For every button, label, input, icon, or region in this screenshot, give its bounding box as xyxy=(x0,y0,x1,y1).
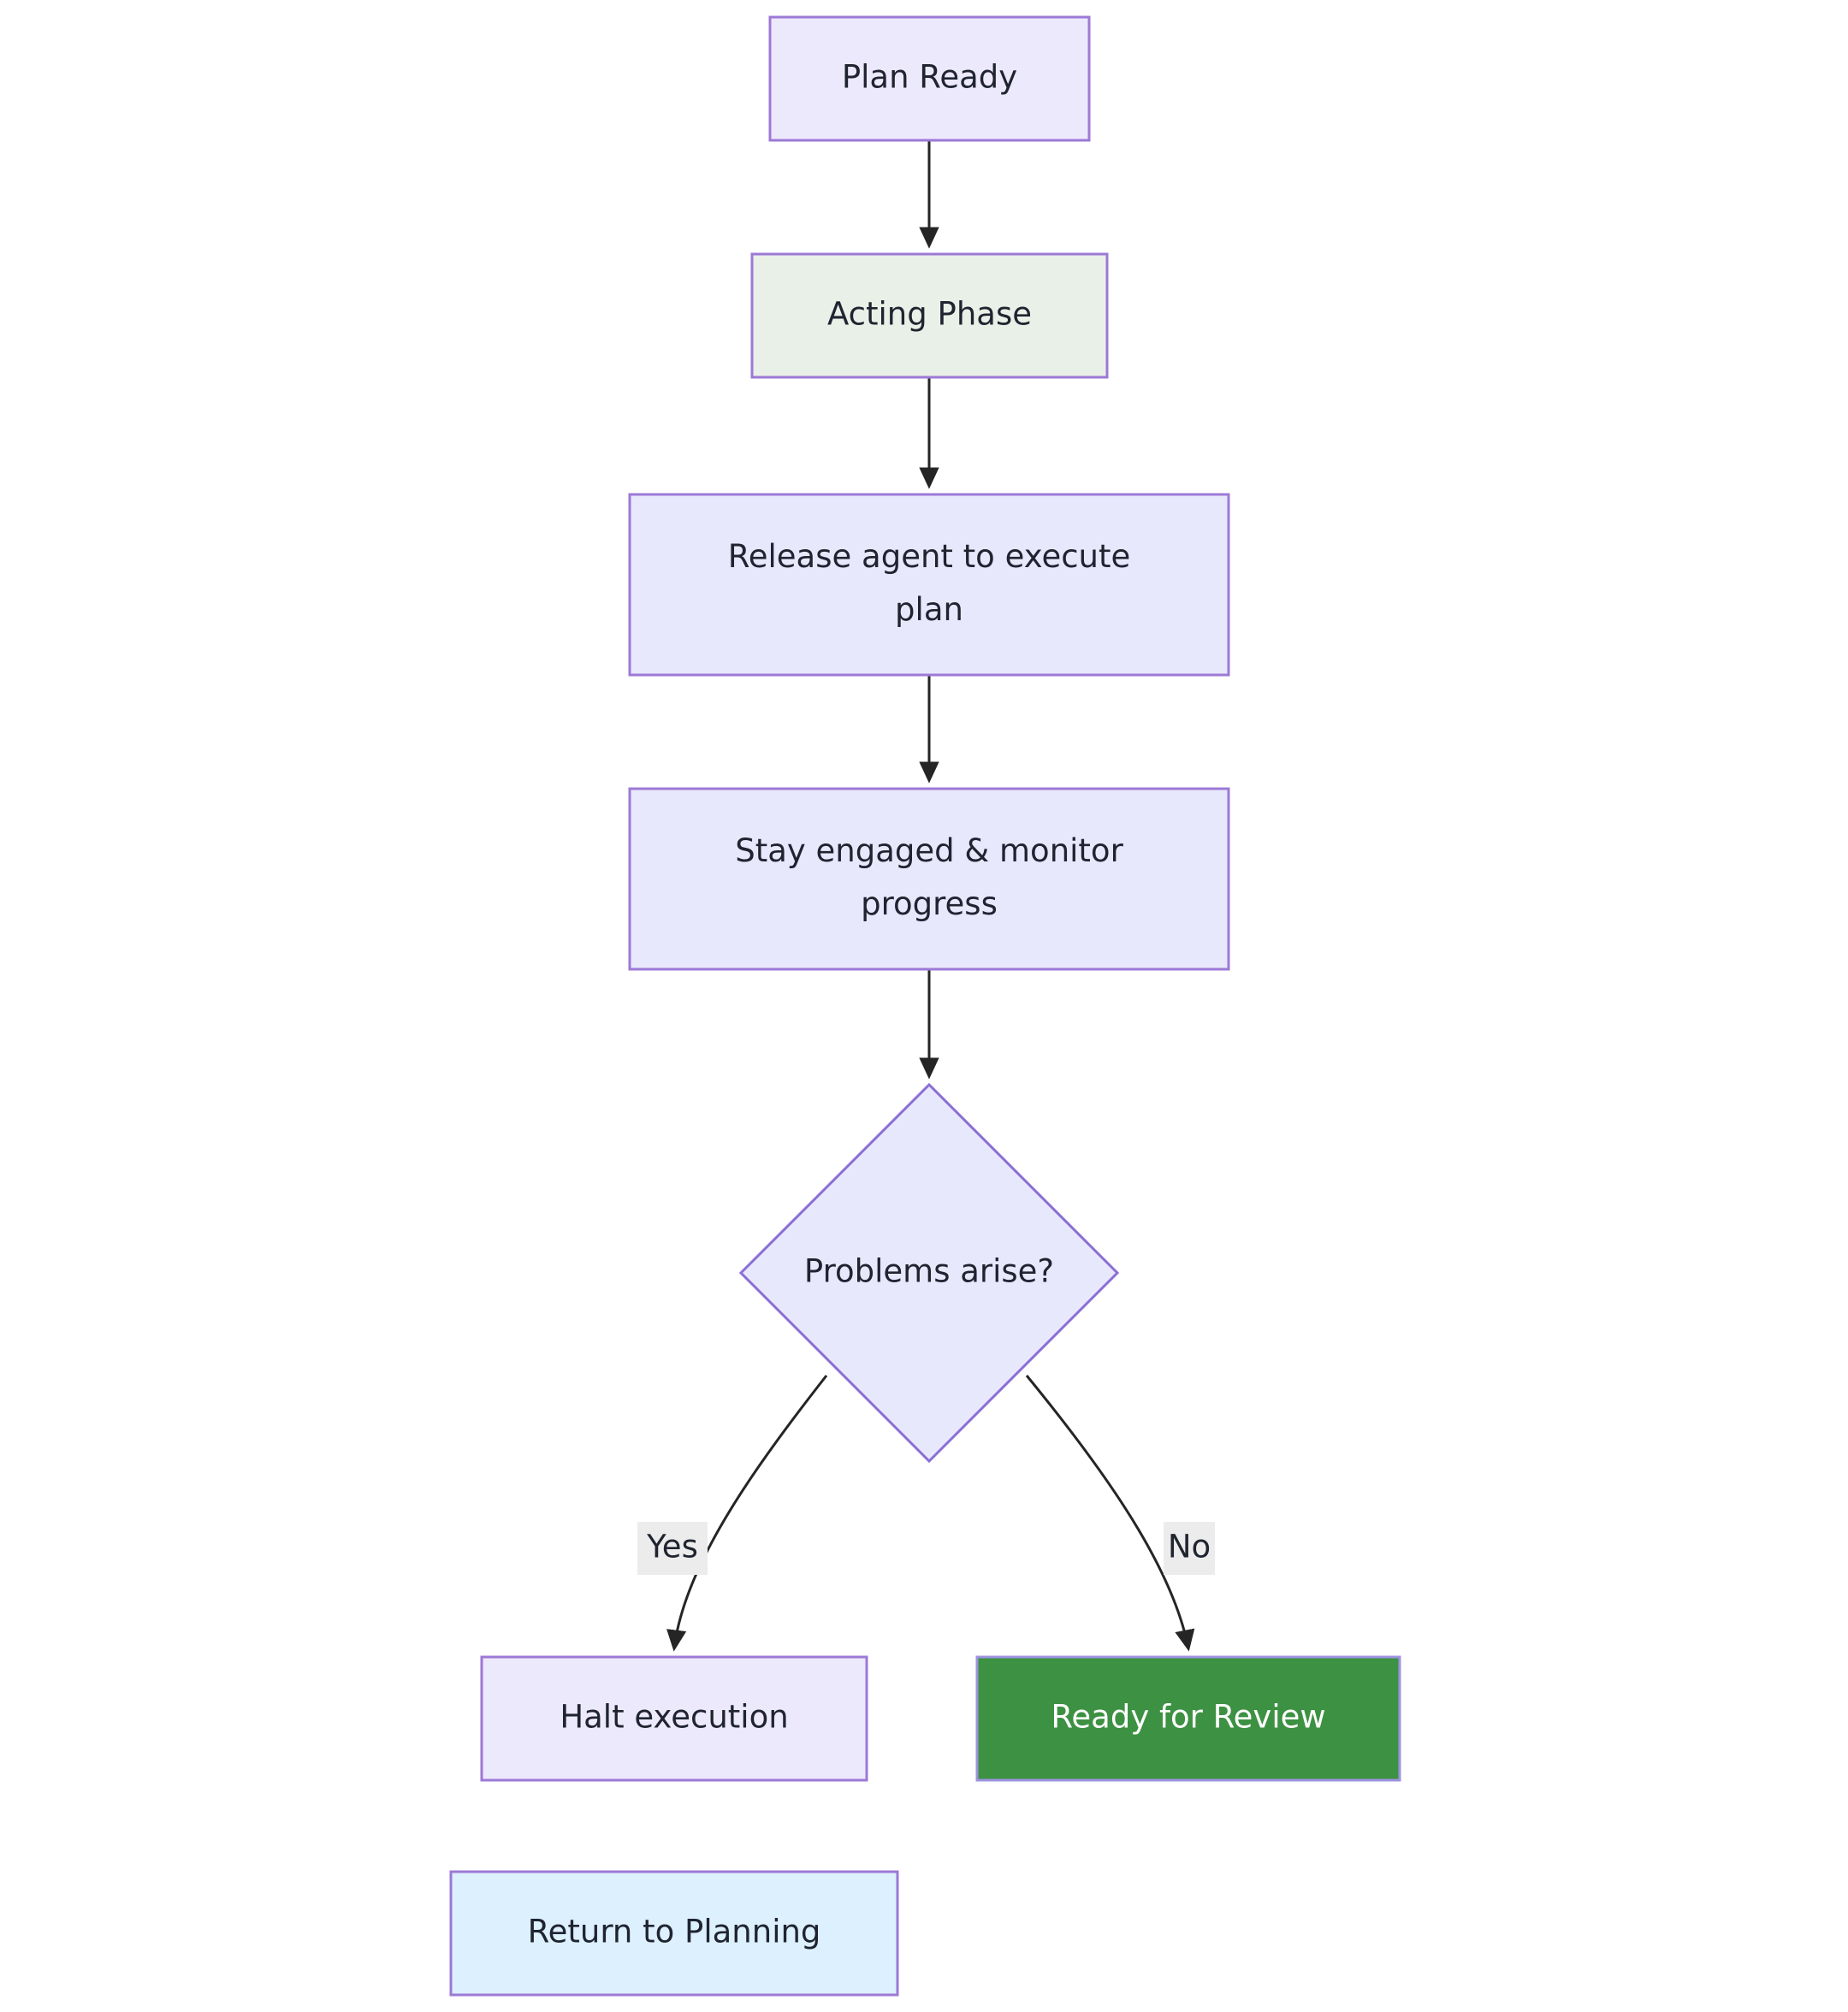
node-rect-shape xyxy=(480,1655,868,1782)
edge-labels-layer: Yes No xyxy=(637,1522,1215,1575)
flow-node-acting-phase[interactable]: Acting Phase xyxy=(750,252,1109,379)
edge-label-text: No xyxy=(1168,1529,1211,1565)
edge-label-background xyxy=(637,1522,708,1575)
node-rect-shape xyxy=(975,1655,1401,1782)
node-rect-shape xyxy=(628,493,1230,677)
flow-edge xyxy=(666,1375,828,1652)
node-rect-shape xyxy=(750,252,1109,379)
flow-node-ready-for-review[interactable]: Ready for Review xyxy=(975,1655,1401,1782)
edge-label-background xyxy=(1164,1522,1215,1575)
node-rect-shape xyxy=(449,1870,899,1997)
decision-diamond-shape xyxy=(738,1082,1120,1464)
flow-node-plan-ready[interactable]: Plan Ready xyxy=(768,15,1091,142)
flow-node-problems-arise[interactable]: Problems arise? xyxy=(738,1082,1120,1464)
flow-edge xyxy=(1025,1375,1195,1652)
node-rect-shape xyxy=(628,787,1230,971)
edge-label-text: Yes xyxy=(646,1529,698,1565)
edge-label-e5: Yes xyxy=(637,1522,708,1575)
edges-layer xyxy=(666,140,1195,1652)
node-rect-shape xyxy=(768,15,1091,142)
edge-label-e6: No xyxy=(1164,1522,1215,1575)
flow-node-return-to-planning[interactable]: Return to Planning xyxy=(449,1870,899,1997)
flow-node-halt-execution[interactable]: Halt execution xyxy=(480,1655,868,1782)
